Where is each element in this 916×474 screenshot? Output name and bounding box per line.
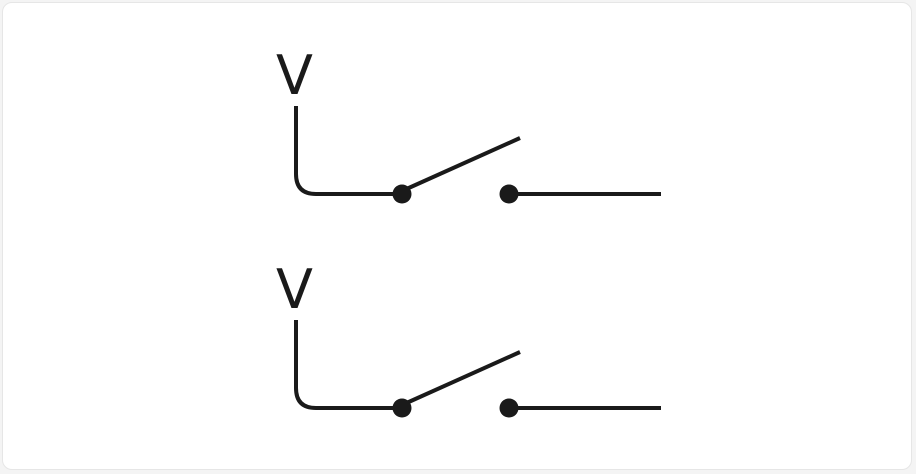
voltage-label-1: V (276, 44, 313, 107)
supply-wire-2 (294, 320, 402, 410)
pivot-terminal-2 (392, 398, 412, 418)
switch-circuit-2: V (276, 258, 661, 418)
switch-lever-2 (401, 350, 521, 407)
switch-circuit-1: V (276, 44, 661, 204)
pivot-terminal-1 (392, 184, 412, 204)
supply-wire-1 (294, 106, 402, 196)
switch-lever-1 (401, 136, 521, 193)
voltage-label-2: V (276, 258, 313, 321)
